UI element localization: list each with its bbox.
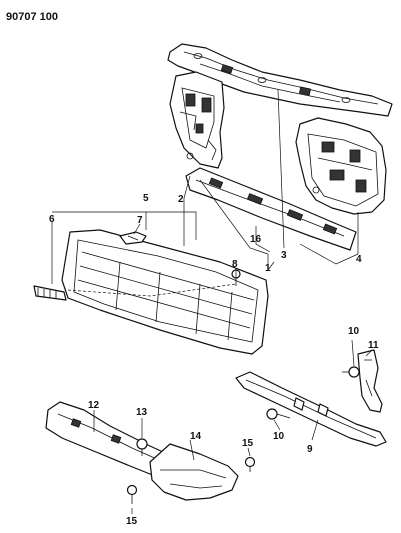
- radiator-grille: [61, 229, 269, 355]
- callout-5: 5: [143, 193, 149, 204]
- callout-15-right: 15: [242, 438, 254, 449]
- callout-11: 11: [368, 340, 379, 351]
- grille-emblem: [33, 285, 67, 301]
- bolt-upper: [342, 366, 360, 378]
- upper-support-bar: [167, 43, 393, 117]
- callout-8: 8: [232, 259, 238, 270]
- lower-cover-right: [149, 443, 239, 501]
- callout-1: 1: [265, 263, 271, 274]
- lower-grille-bar: [235, 371, 387, 447]
- callout-10-lower: 10: [273, 431, 285, 442]
- callout-7: 7: [137, 215, 143, 226]
- callout-6: 6: [49, 214, 55, 225]
- leader-lines: [51, 89, 373, 514]
- lower-support-bar: [185, 167, 357, 251]
- grille-bracket: [357, 349, 383, 413]
- callout-13: 13: [136, 407, 148, 418]
- callout-2: 2: [178, 194, 184, 205]
- cover-clip: [136, 438, 148, 456]
- callout-15-bottom: 15: [126, 516, 138, 527]
- callout-3: 3: [281, 250, 287, 261]
- callout-9: 9: [307, 444, 313, 455]
- bolt-lower: [266, 408, 291, 420]
- callout-12: 12: [88, 400, 100, 411]
- callout-16: 16: [250, 234, 262, 245]
- callout-10-upper: 10: [348, 326, 360, 337]
- diagram-code: 90707 100: [6, 11, 58, 23]
- left-side-panel: [169, 71, 225, 169]
- right-side-panel: [295, 117, 387, 215]
- grille-clip: [119, 231, 147, 245]
- cover-bolt-right: [244, 456, 256, 472]
- callout-4: 4: [356, 254, 362, 265]
- cover-bolt-bottom: [126, 484, 138, 504]
- callout-14: 14: [190, 431, 202, 442]
